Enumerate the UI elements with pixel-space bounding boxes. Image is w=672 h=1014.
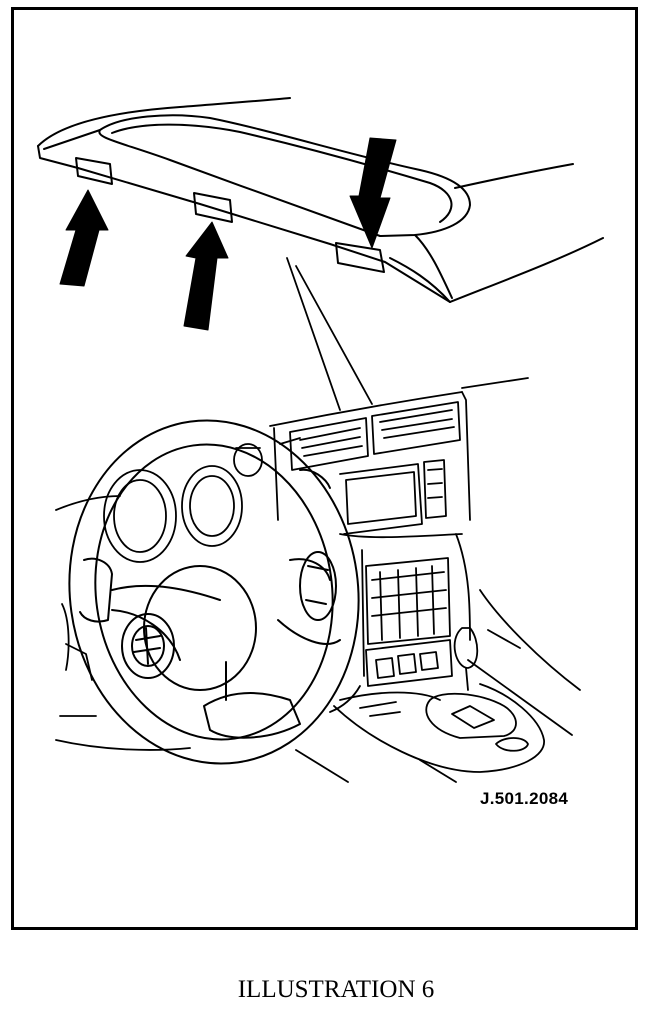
centre-vent-left bbox=[289, 417, 369, 471]
instrument-cluster bbox=[103, 443, 263, 563]
drawing-reference: J.501.2084 bbox=[480, 789, 569, 808]
display bbox=[345, 471, 417, 525]
dashboard bbox=[55, 391, 581, 773]
leader-lines bbox=[286, 257, 573, 783]
arrow-up-middle bbox=[183, 221, 229, 331]
trim-panel bbox=[37, 97, 604, 303]
arrow-down-right bbox=[349, 137, 397, 249]
gear-gate bbox=[425, 692, 517, 739]
audio-unit bbox=[365, 557, 451, 645]
illustration-caption: ILLUSTRATION 6 bbox=[237, 976, 435, 1003]
illustration-frame bbox=[11, 7, 638, 930]
arrows bbox=[59, 137, 397, 331]
centre-vent-right bbox=[371, 401, 461, 455]
steering-wheel bbox=[68, 419, 360, 765]
arrow-up-left bbox=[59, 189, 109, 287]
lower-dash bbox=[55, 685, 361, 751]
climate-unit bbox=[365, 639, 453, 687]
